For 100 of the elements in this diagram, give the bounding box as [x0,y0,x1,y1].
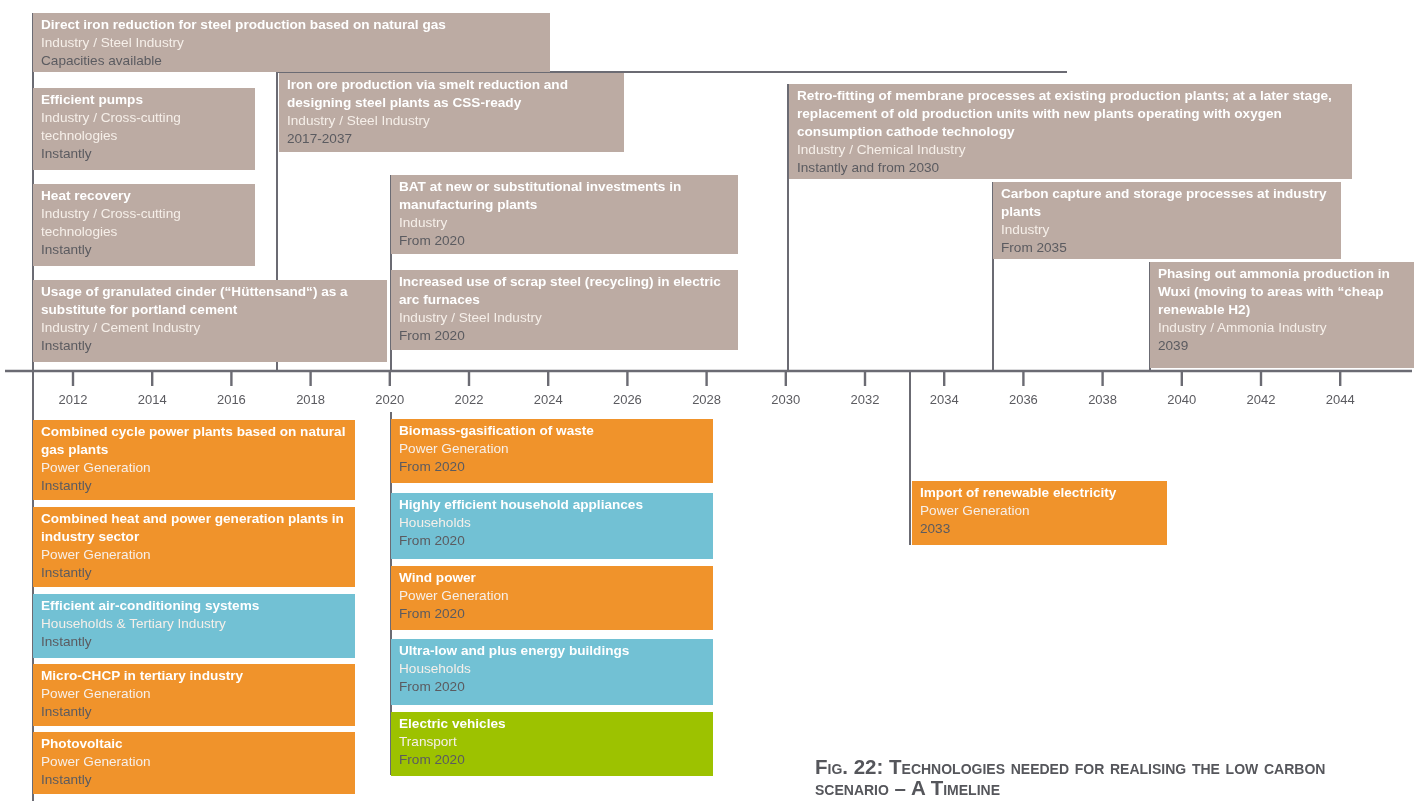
timing-label: 2039 [1158,337,1190,355]
timing-label: From 2020 [399,532,466,550]
technology-title: Heat recovery [41,187,132,205]
year-label: 2024 [532,392,564,407]
year-label: 2028 [691,392,723,407]
technology-box [33,184,255,266]
sector-label: Power Generation [41,459,152,477]
technology-title: Ultra-low and plus energy buildings [399,642,631,660]
year-label: 2042 [1245,392,1277,407]
technology-box [391,493,713,559]
timing-label: Instantly [41,633,93,651]
sector-label: Transport [399,733,458,751]
technology-title: Phasing out ammonia production in Wuxi (moving to areas with “cheap renewable H2) [1158,265,1391,319]
timing-label: Instantly [41,145,93,163]
technology-title: Iron ore production via smelt reduction and designing steel plants as CSS-ready [287,76,569,112]
technology-box [33,280,387,362]
technology-box [33,88,255,170]
sector-label: Households [399,514,472,532]
technology-box [391,566,713,630]
sector-label: Power Generation [399,587,510,605]
timing-label: Instantly [41,477,93,495]
technology-box [1150,262,1414,368]
sector-label: Industry / Steel Industry [399,309,543,327]
sector-label: Industry / Steel Industry [41,34,185,52]
technology-title: Efficient air-conditioning systems [41,597,261,615]
year-label: 2012 [57,392,89,407]
technology-title: Biomass-gasification of waste [399,422,595,440]
technology-box [993,182,1341,259]
sector-label: Power Generation [920,502,1031,520]
sector-label: Power Generation [41,685,152,703]
technology-title: Usage of granulated cinder (“Hüttensand“) as a substitute for portland cement [41,283,349,319]
year-label: 2032 [849,392,881,407]
technology-box [391,270,738,350]
timing-label: 2033 [920,520,952,538]
figure-caption: Fig. 22: Technologies needed for realising the low carbon scenario – A Timeline [815,756,1327,798]
sector-label: Industry / Cross-cutting technologies [41,109,182,145]
year-label: 2030 [770,392,802,407]
timing-label: Instantly and from 2030 [797,159,941,177]
technology-box [33,13,550,72]
technology-box [912,481,1167,545]
technology-title: Photovoltaic [41,735,124,753]
year-label: 2014 [136,392,168,407]
sector-label: Power Generation [41,546,152,564]
sector-label: Power Generation [399,440,510,458]
year-label: 2036 [1007,392,1039,407]
sector-label: Industry / Steel Industry [287,112,431,130]
timing-label: Instantly [41,703,93,721]
timing-label: From 2020 [399,751,466,769]
timing-label: From 2035 [1001,239,1068,257]
timing-label: Instantly [41,771,93,789]
technology-title: Import of renewable electricity [920,484,1118,502]
timing-label: From 2020 [399,458,466,476]
technology-box [33,594,355,658]
technology-box [391,419,713,483]
technology-title: Efficient pumps [41,91,144,109]
technology-box [33,664,355,726]
technology-title: Electric vehicles [399,715,507,733]
technology-title: BAT at new or substitutional investments in manufacturing plants [399,178,683,214]
technology-title: Retro-fitting of membrane processes at existing production plants; at a later stage, replacement of old production units with new plants operating with oxygen consumption cathode technology [797,87,1333,141]
timing-label: 2017-2037 [287,130,353,148]
timing-label: Instantly [41,337,93,355]
technology-title: Micro-CHCP in tertiary industry [41,667,245,685]
sector-label: Power Generation [41,753,152,771]
timing-label: From 2020 [399,327,466,345]
year-label: 2044 [1324,392,1356,407]
year-label: 2040 [1166,392,1198,407]
technology-title: Combined cycle power plants based on natural gas plants [41,423,347,459]
timing-label: From 2020 [399,605,466,623]
timing-label: Instantly [41,241,93,259]
timing-label: Instantly [41,564,93,582]
technology-box [33,420,355,500]
sector-label: Industry / Ammonia Industry [1158,319,1328,337]
year-label: 2022 [453,392,485,407]
technology-box [33,732,355,794]
year-label: 2018 [295,392,327,407]
year-label: 2034 [928,392,960,407]
technology-box [789,84,1352,179]
technology-box [33,507,355,587]
technology-title: Carbon capture and storage processes at industry plants [1001,185,1328,221]
timing-label: From 2020 [399,678,466,696]
technology-title: Increased use of scrap steel (recycling) in electric arc furnaces [399,273,722,309]
technology-title: Wind power [399,569,477,587]
timing-label: From 2020 [399,232,466,250]
sector-label: Industry [399,214,449,232]
timing-label: Capacities available [41,52,163,70]
year-label: 2016 [215,392,247,407]
technology-title: Direct iron reduction for steel production based on natural gas [41,16,447,34]
sector-label: Households & Tertiary Industry [41,615,227,633]
technology-box [391,175,738,254]
technology-box [391,712,713,776]
technology-box [391,639,713,705]
sector-label: Industry / Cross-cutting technologies [41,205,182,241]
technology-title: Highly efficient household appliances [399,496,644,514]
sector-label: Industry / Chemical Industry [797,141,967,159]
year-label: 2020 [374,392,406,407]
sector-label: Industry [1001,221,1051,239]
technology-box [279,73,624,152]
year-label: 2026 [611,392,643,407]
sector-label: Households [399,660,472,678]
technology-title: Combined heat and power generation plants in industry sector [41,510,345,546]
